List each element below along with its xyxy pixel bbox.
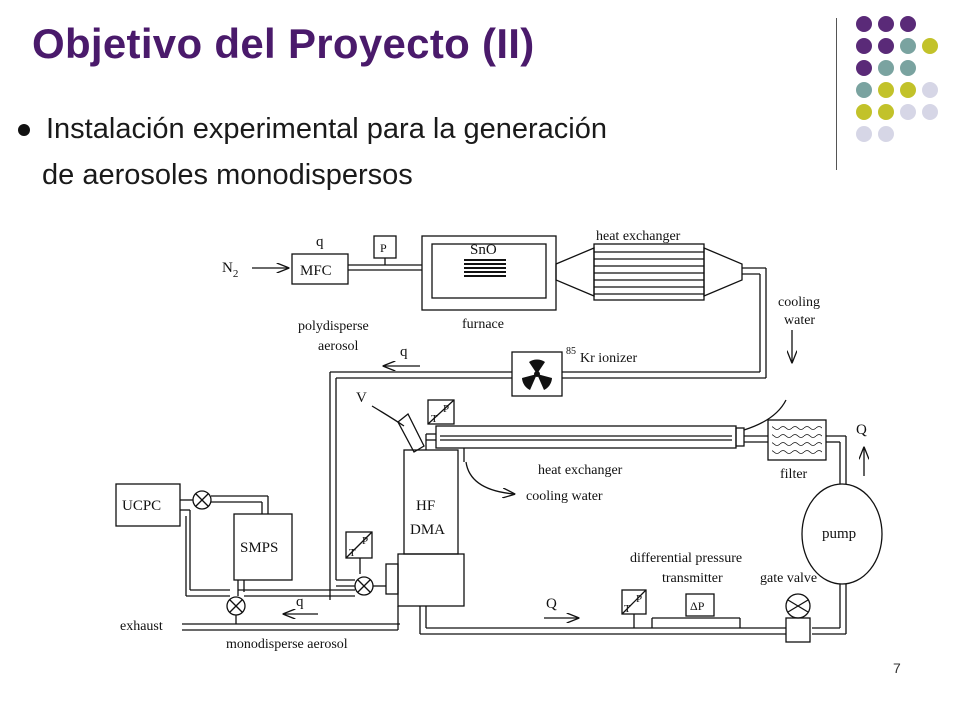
- decor-dot: [856, 126, 872, 142]
- q-poly-label: q: [400, 344, 408, 360]
- valve-exhaust: [226, 596, 246, 616]
- exhaust-label: exhaust: [120, 619, 163, 634]
- gate-valve-body: [785, 617, 811, 643]
- q-exhaust-label: q: [296, 594, 304, 610]
- decor-dot: [878, 126, 894, 142]
- decor-divider: [836, 18, 837, 170]
- kr-ionizer-box: [511, 351, 563, 397]
- q-bottom-label: Q: [546, 596, 557, 612]
- decor-dot: [922, 82, 938, 98]
- ucpc-box: [115, 483, 181, 527]
- delta-p-transmitter: [685, 593, 715, 617]
- decor-dot: [856, 60, 872, 76]
- decor-dot: [900, 104, 916, 120]
- pt-top-t: T: [431, 413, 438, 425]
- kr-ionizer-label: Kr ionizer: [580, 351, 637, 366]
- decor-dot-grid: [850, 14, 950, 154]
- aerosol-label: aerosol: [318, 339, 359, 354]
- decor-dot: [878, 104, 894, 120]
- decor-dot: [878, 60, 894, 76]
- dma-label: DMA: [410, 522, 445, 538]
- pump-label: pump: [822, 526, 856, 542]
- filter-box: [767, 419, 827, 461]
- bullet-dot-icon: [18, 124, 30, 137]
- pt-bottom-p: P: [636, 593, 642, 605]
- pump-body: [801, 483, 883, 585]
- valve-left-bottom: [354, 576, 374, 596]
- heat-exchanger-mid-label: heat exchanger: [538, 463, 623, 478]
- decor-dot: [900, 82, 916, 98]
- gate-valve-label: gate valve: [760, 571, 817, 586]
- pt-top-p: P: [443, 403, 449, 415]
- slide-title: Objetivo del Proyecto (II): [32, 20, 535, 67]
- decor-dot: [856, 104, 872, 120]
- decor-dot: [856, 38, 872, 54]
- cooling-water-arrow-mid: [465, 461, 514, 494]
- filter-label: filter: [780, 467, 808, 482]
- bullet-item: Instalación experimental para la generac…: [18, 106, 838, 198]
- decor-dot: [900, 60, 916, 76]
- decor-dot: [900, 38, 916, 54]
- decor-dot: [922, 104, 938, 120]
- decor-dot: [878, 38, 894, 54]
- gate-valve-wheel: [785, 593, 811, 619]
- monodisperse-label: monodisperse aerosol: [226, 637, 348, 652]
- pt-sensor-left: [345, 531, 373, 559]
- cooling-water-mid-label: cooling water: [526, 489, 603, 504]
- pt-bottom-t: T: [624, 603, 631, 615]
- p-box-label: P: [380, 241, 387, 255]
- mfc-box: [291, 253, 349, 285]
- decor-dot: [878, 82, 894, 98]
- delta-p-label: ΔP: [690, 599, 705, 613]
- bullet-text-line1: Instalación experimental para la generac…: [46, 113, 608, 145]
- polydisperse-label: polydisperse: [298, 319, 369, 334]
- n2-label: N2: [222, 260, 238, 280]
- sno-sample: [464, 259, 506, 277]
- page-number: 7: [893, 660, 901, 676]
- bullet-text-line2: de aerosoles monodispersos: [42, 159, 413, 191]
- decor-dot: [922, 38, 938, 54]
- radiation-icon: [522, 359, 552, 390]
- ucpc-label: UCPC: [122, 498, 161, 514]
- differential-pressure-label: differential pressure: [630, 551, 742, 566]
- pt-sensor-top: [427, 399, 455, 425]
- hf-label: HF: [416, 498, 435, 514]
- heat-exchanger-mid: [435, 425, 737, 449]
- kr-superscript: 85: [566, 346, 576, 357]
- transmitter-label: transmitter: [662, 571, 723, 586]
- decor-dot: [856, 16, 872, 32]
- smps-label: SMPS: [240, 540, 278, 556]
- pt-left-t: T: [349, 547, 356, 559]
- decor-dot: [878, 16, 894, 32]
- valve-ucpc: [192, 490, 212, 510]
- decor-dot: [856, 82, 872, 98]
- q-top-label: q: [316, 234, 324, 250]
- water-label-top: water: [784, 313, 815, 328]
- smps-box: [233, 513, 293, 581]
- q-right-label: Q: [856, 422, 867, 438]
- pt-left-p: P: [362, 535, 368, 547]
- cooling-label-top: cooling: [778, 295, 820, 310]
- sno-label: SnO: [470, 242, 497, 258]
- decor-dot: [900, 16, 916, 32]
- furnace-label: furnace: [462, 317, 504, 332]
- v-label: V: [356, 390, 367, 406]
- mfc-label: MFC: [300, 263, 332, 279]
- heat-exchanger-top-label: heat exchanger: [596, 229, 681, 244]
